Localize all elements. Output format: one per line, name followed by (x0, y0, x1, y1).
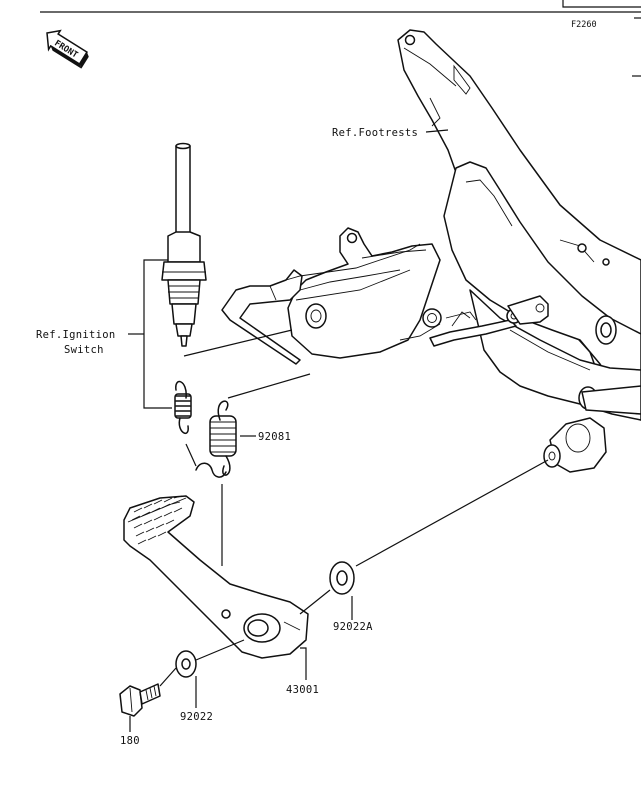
label-ref-ignition: Ref.Ignition (36, 329, 115, 341)
label-part-43001: 43001 (286, 684, 319, 696)
pedal-tread-pattern (131, 495, 183, 545)
label-part-92022a: 92022A (333, 621, 373, 633)
diagram-code: F2260 (571, 20, 597, 30)
return-spring (209, 400, 237, 476)
spring-hook (195, 462, 227, 478)
frame-assembly (397, 29, 641, 421)
label-part-180: 180 (120, 735, 140, 747)
label-ignition-switch: Switch (64, 344, 104, 356)
switch-bracket (221, 243, 421, 365)
brake-light-switch (161, 142, 207, 347)
brake-pedal (123, 495, 309, 659)
footrest-bracket (287, 227, 442, 359)
brake-rod (429, 295, 549, 347)
switch-spring (174, 380, 192, 435)
label-part-92022: 92022 (180, 711, 213, 723)
page-frame (40, 0, 641, 77)
washer-92022 (175, 650, 197, 678)
bolt-180 (119, 683, 161, 717)
washer-92022a (329, 561, 355, 595)
label-part-92081: 92081 (258, 431, 291, 443)
pivot-shaft (543, 417, 607, 473)
front-arrow-icon: FRONT (46, 29, 89, 69)
label-ref-footrests: Ref.Footrests (332, 127, 418, 139)
leader-lines (128, 129, 549, 732)
